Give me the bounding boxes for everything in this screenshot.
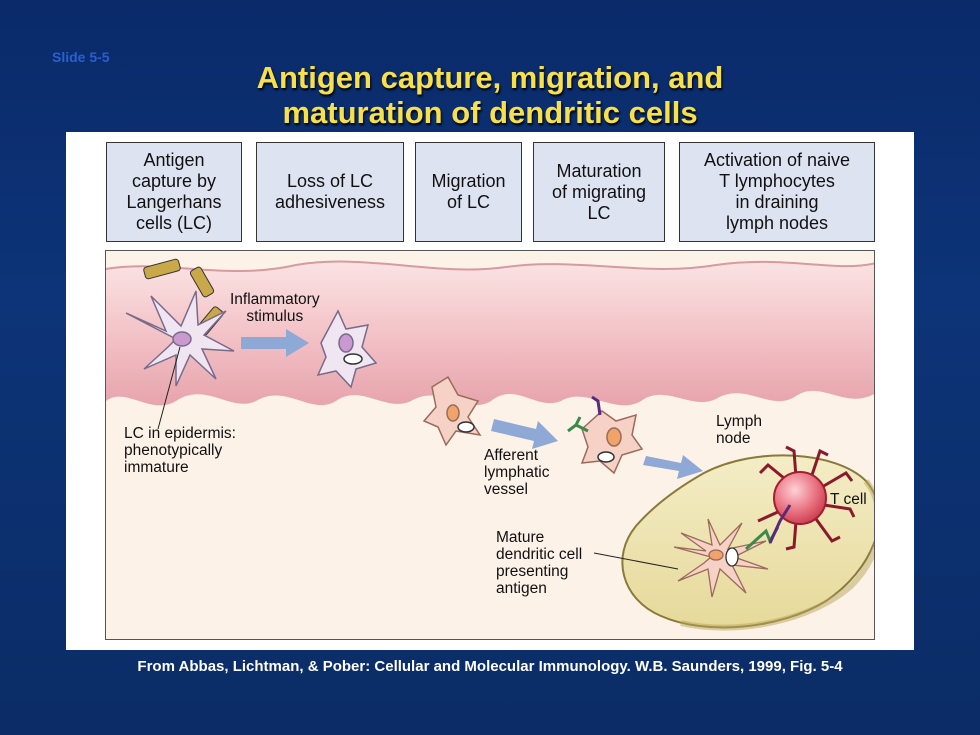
langerhans-cell-immature [125,290,235,387]
lc-migrating [422,375,482,447]
lc-maturing [567,395,644,475]
lymph-node-rim [680,479,874,631]
step-antigen-capture: Antigen capture by Langerhans cells (LC) [106,142,242,242]
skin-surface [106,260,874,273]
title-line-1: Antigen capture, migration, and [256,60,724,95]
title-line-2: maturation of dendritic cells [282,95,698,130]
inflammatory-stimulus-label: Inflammatory stimulus [230,291,320,325]
epidermis [106,261,874,406]
lymph-node [621,454,874,629]
scene-illustration [106,258,874,631]
lc-loss-of-adhesiveness [316,309,378,389]
lymph-node-label: Lymph node [716,413,762,447]
step-loss-of-adhesiveness: Loss of LC adhesiveness [256,142,404,242]
lc-epidermis-label: LC in epidermis: phenotypically immature [124,425,236,476]
mature-dc-label: Mature dendritic cell presenting antigen [496,529,583,597]
migration-arrows [241,329,703,479]
afferent-vessel-label: Afferent lymphatic vessel [484,447,550,498]
mature-dc-leader [593,552,679,570]
slide-number: Slide 5-5 [52,49,110,65]
mature-dendritic-cell [673,504,792,598]
step-maturation: Maturation of migrating LC [533,142,665,242]
lc-epidermis-leader [157,346,181,430]
t-cell-label: T cell [830,491,867,508]
step-t-cell-activation: Activation of naive T lymphocytes in dra… [679,142,875,242]
source-credit: From Abbas, Lichtman, & Pober: Cellular … [137,658,843,675]
scene: Inflammatory stimulus LC in epidermis: p… [105,250,875,640]
step-migration: Migration of LC [415,142,522,242]
